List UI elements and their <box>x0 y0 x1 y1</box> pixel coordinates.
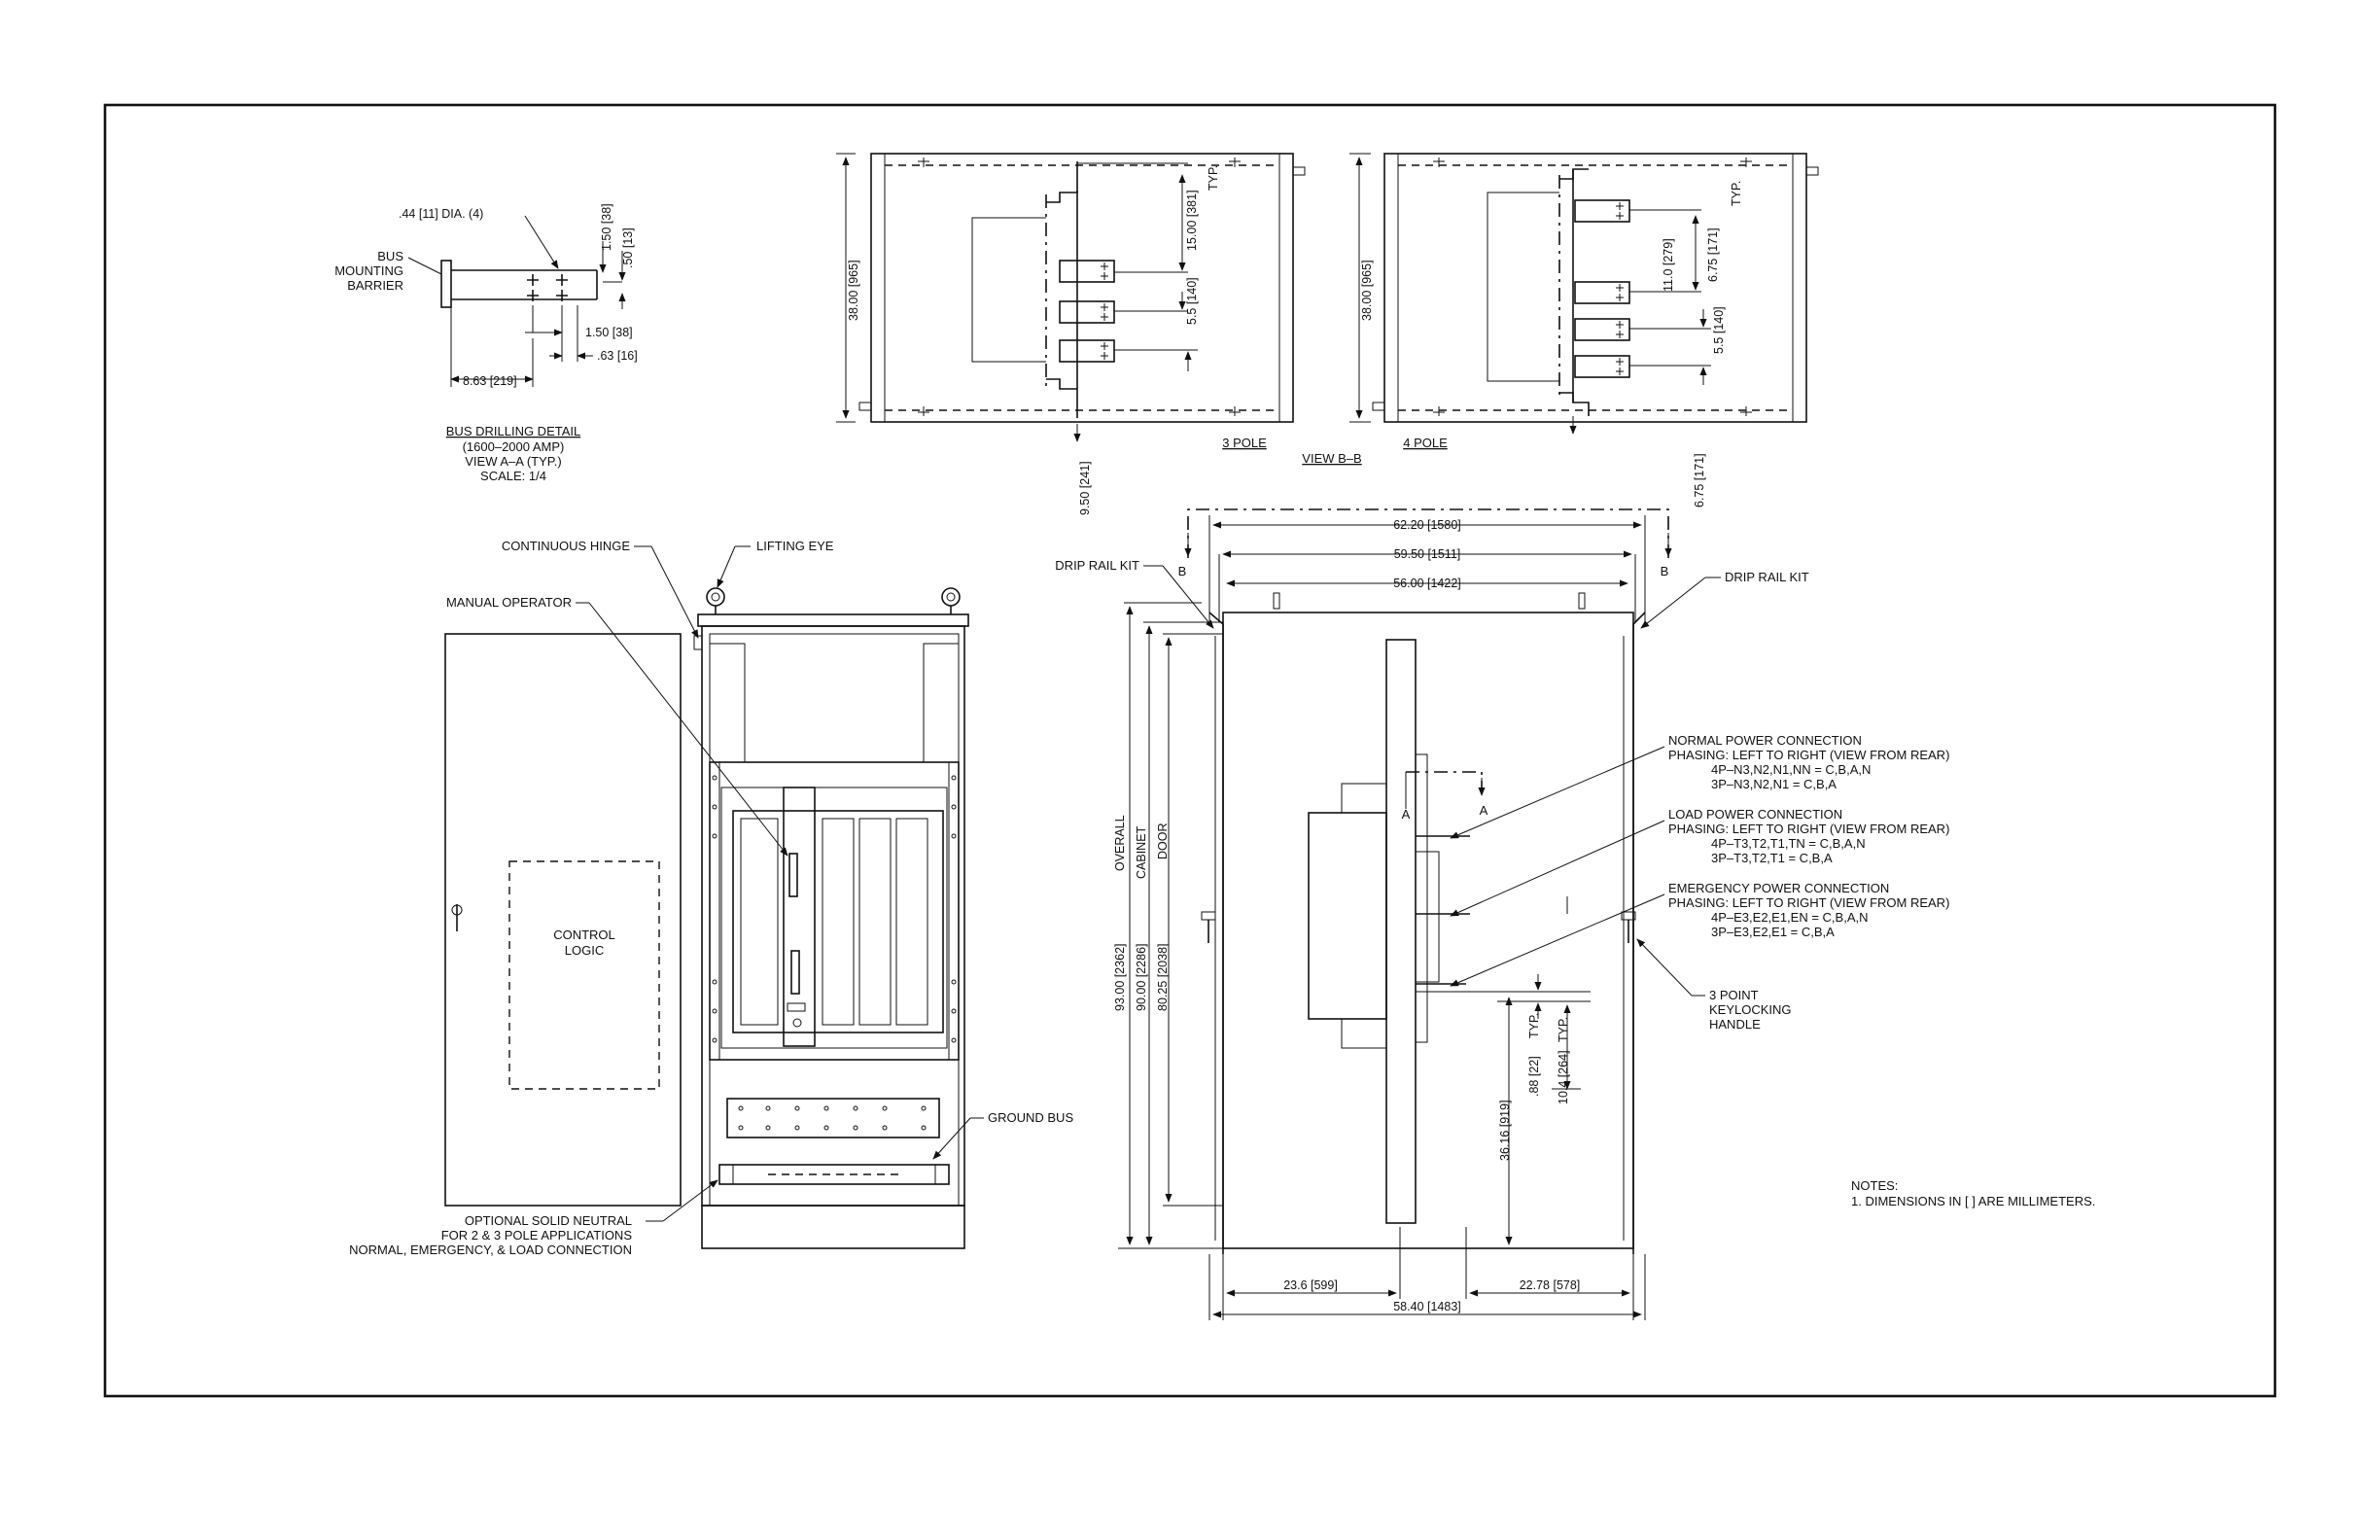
dim-10-4: 10.4 [264] <box>1557 1050 1570 1104</box>
bus-drilling-detail: .44 [11] DIA. (4) BUS MOUNTING BARRIER 1… <box>334 203 637 483</box>
control-logic-label-1: CONTROL <box>553 928 615 942</box>
lifting-eye-icon <box>706 587 961 614</box>
sheet-border <box>103 103 2277 1398</box>
section-a-left: A <box>1402 807 1411 822</box>
section-a-right: A <box>1480 803 1488 818</box>
dim-36-16: 36.16 [919] <box>1498 1100 1512 1161</box>
dim-22-78: 22.78 [578] <box>1520 1278 1581 1292</box>
emergency-connection-3p: 3P–E3,E2,E1 = C,B,A <box>1711 925 1835 939</box>
width-62-20: 62.20 [1580] <box>1393 518 1461 532</box>
bus-drilling-scale: SCALE: 1/4 <box>480 469 546 483</box>
manual-operator-label: MANUAL OPERATOR <box>446 595 572 610</box>
notes-heading: NOTES: <box>1851 1178 1898 1193</box>
3-pole-label: 3 POLE <box>1222 436 1267 450</box>
normal-connection-3p: 3P–N3,N2,N1 = C,B,A <box>1711 777 1837 791</box>
door-label: DOOR <box>1156 823 1170 860</box>
keylock-label-1: 3 POINT <box>1709 988 1759 1002</box>
4p-height-dim: 38.00 [965] <box>1360 260 1374 321</box>
neutral-label-1: OPTIONAL SOLID NEUTRAL <box>465 1213 632 1228</box>
4p-typ-label: TYP. <box>1730 181 1743 206</box>
load-connection-title: LOAD POWER CONNECTION <box>1668 807 1842 822</box>
dim-23-6: 23.6 [599] <box>1283 1278 1338 1292</box>
section-b-left: B <box>1178 564 1187 578</box>
neutral-label-2: FOR 2 & 3 POLE APPLICATIONS <box>441 1228 633 1242</box>
4p-dim-6-75: 6.75 [171] <box>1706 228 1720 282</box>
notes: NOTES: 1. DIMENSIONS IN [ ] ARE MILLIMET… <box>1851 1178 2095 1208</box>
drip-rail-right-label: DRIP RAIL KIT <box>1725 570 1809 584</box>
4-pole-label: 4 POLE <box>1403 436 1448 450</box>
overall-height-dim: 93.00 [2362] <box>1113 943 1127 1011</box>
load-connection-4p: 4P–T3,T2,T1,TN = C,B,A,N <box>1711 836 1866 851</box>
3p-dim-5-5: 5.5 [140] <box>1185 277 1199 325</box>
dim-58-40: 58.40 [1483] <box>1393 1300 1461 1313</box>
emergency-connection-phasing: PHASING: LEFT TO RIGHT (VIEW FROM REAR) <box>1668 895 1949 910</box>
4p-dim-11-0: 11.0 [279] <box>1662 238 1675 292</box>
emergency-connection-title: EMERGENCY POWER CONNECTION <box>1668 881 1889 895</box>
bus-barrier-label-1: BUS <box>377 249 403 263</box>
bus-drilling-amp: (1600–2000 AMP) <box>463 439 565 454</box>
dim-10-4-typ: TYP. <box>1557 1017 1570 1042</box>
load-connection-phasing: PHASING: LEFT TO RIGHT (VIEW FROM REAR) <box>1668 822 1949 836</box>
dim-0-88: .88 [22] <box>1527 1056 1541 1097</box>
control-logic-label-2: LOGIC <box>565 943 604 958</box>
cabinet-height-dim: 90.00 [2286] <box>1135 943 1148 1011</box>
side-view: B B <box>1055 508 1949 1320</box>
3p-dim-15-00: 15.00 [381] <box>1185 190 1199 251</box>
section-b-right: B <box>1661 564 1669 578</box>
door-handle-icon <box>451 904 463 931</box>
view-bb-title: VIEW B–B <box>1302 451 1361 466</box>
front-view: CONTINUOUS HINGE LIFTING EYE MANUAL OPER… <box>349 539 1073 1257</box>
width-59-50: 59.50 [1511] <box>1394 547 1461 561</box>
door-height-dim: 80.25 [2038] <box>1156 943 1170 1011</box>
view-bb-4-pole: 38.00 [965] 11.0 [279] 6.75 [171] TYP. 5… <box>1349 153 1819 508</box>
dim-8-63: 8.63 [219] <box>463 374 517 388</box>
normal-connection-title: NORMAL POWER CONNECTION <box>1668 733 1862 748</box>
keylock-label-2: KEYLOCKING <box>1709 1002 1792 1017</box>
lifting-eye-label: LIFTING EYE <box>756 539 834 553</box>
overall-label: OVERALL <box>1113 815 1127 871</box>
hole-diameter-label: .44 [11] DIA. (4) <box>399 207 483 221</box>
dim-1-50-vertical: 1.50 [38] <box>600 203 613 251</box>
note-1: 1. DIMENSIONS IN [ ] ARE MILLIMETERS. <box>1851 1194 2095 1208</box>
4p-dim-6-75-bottom: 6.75 [171] <box>1693 453 1706 508</box>
bus-drilling-view: VIEW A–A (TYP.) <box>465 454 561 469</box>
ground-bus-label: GROUND BUS <box>988 1110 1073 1125</box>
dim-0-50: .50 [13] <box>621 228 635 268</box>
3p-dim-9-50: 9.50 [241] <box>1078 461 1092 515</box>
width-56-00: 56.00 [1422] <box>1393 577 1461 590</box>
load-connection-3p: 3P–T3,T2,T1 = C,B,A <box>1711 851 1833 865</box>
4p-dim-5-5: 5.5 [140] <box>1712 306 1726 354</box>
continuous-hinge-label: CONTINUOUS HINGE <box>502 539 631 553</box>
bus-barrier-label-3: BARRIER <box>347 278 403 293</box>
bus-drilling-title: BUS DRILLING DETAIL <box>446 424 580 438</box>
3p-typ-label: TYP. <box>1207 165 1220 191</box>
normal-connection-phasing: PHASING: LEFT TO RIGHT (VIEW FROM REAR) <box>1668 748 1949 762</box>
keylock-label-3: HANDLE <box>1709 1017 1761 1032</box>
dim-0-63: .63 [16] <box>597 349 638 363</box>
emergency-connection-4p: 4P–E3,E2,E1,EN = C,B,A,N <box>1711 910 1869 925</box>
normal-connection-4p: 4P–N3,N2,N1,NN = C,B,A,N <box>1711 762 1871 777</box>
dim-1-50-horizontal: 1.50 [38] <box>585 326 633 339</box>
3p-height-dim: 38.00 [965] <box>847 260 860 321</box>
drip-rail-left-label: DRIP RAIL KIT <box>1055 558 1139 573</box>
cabinet-label: CABINET <box>1135 825 1148 879</box>
dim-0-88-typ: TYP. <box>1527 1013 1541 1038</box>
neutral-label-3: NORMAL, EMERGENCY, & LOAD CONNECTION <box>349 1242 632 1257</box>
bus-barrier-label-2: MOUNTING <box>334 263 403 278</box>
view-bb-3-pole: 38.00 [965] 15.00 [381] TYP. 5.5 [140] 3… <box>836 153 1306 515</box>
